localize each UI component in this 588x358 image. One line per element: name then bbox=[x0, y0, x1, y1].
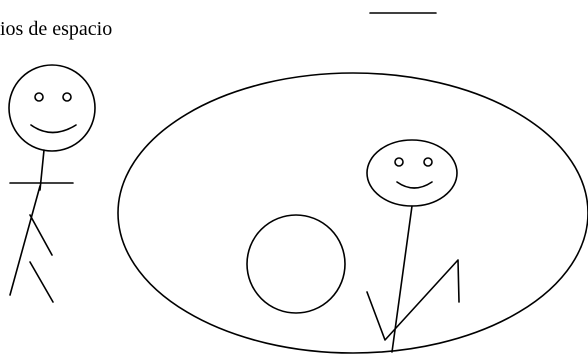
left-figure-eye-right bbox=[63, 93, 71, 101]
right-figure-eye-left bbox=[395, 158, 403, 166]
inner-circle bbox=[247, 215, 345, 313]
left-figure-eye-left bbox=[35, 93, 43, 101]
left-figure-head bbox=[9, 65, 95, 151]
standing-stick-figure bbox=[9, 65, 95, 302]
left-figure-neck bbox=[40, 150, 44, 190]
large-ellipse bbox=[118, 73, 588, 353]
enclosed-stick-figure bbox=[367, 140, 459, 352]
right-figure-head bbox=[367, 140, 457, 206]
left-figure-smile bbox=[31, 125, 76, 133]
zigzag-line bbox=[367, 260, 459, 340]
right-figure-smile bbox=[397, 182, 432, 188]
left-figure-leg-upper bbox=[30, 215, 52, 255]
left-figure-leg-lower bbox=[30, 262, 53, 302]
right-figure-eye-right bbox=[424, 158, 432, 166]
left-figure-body bbox=[10, 186, 40, 295]
